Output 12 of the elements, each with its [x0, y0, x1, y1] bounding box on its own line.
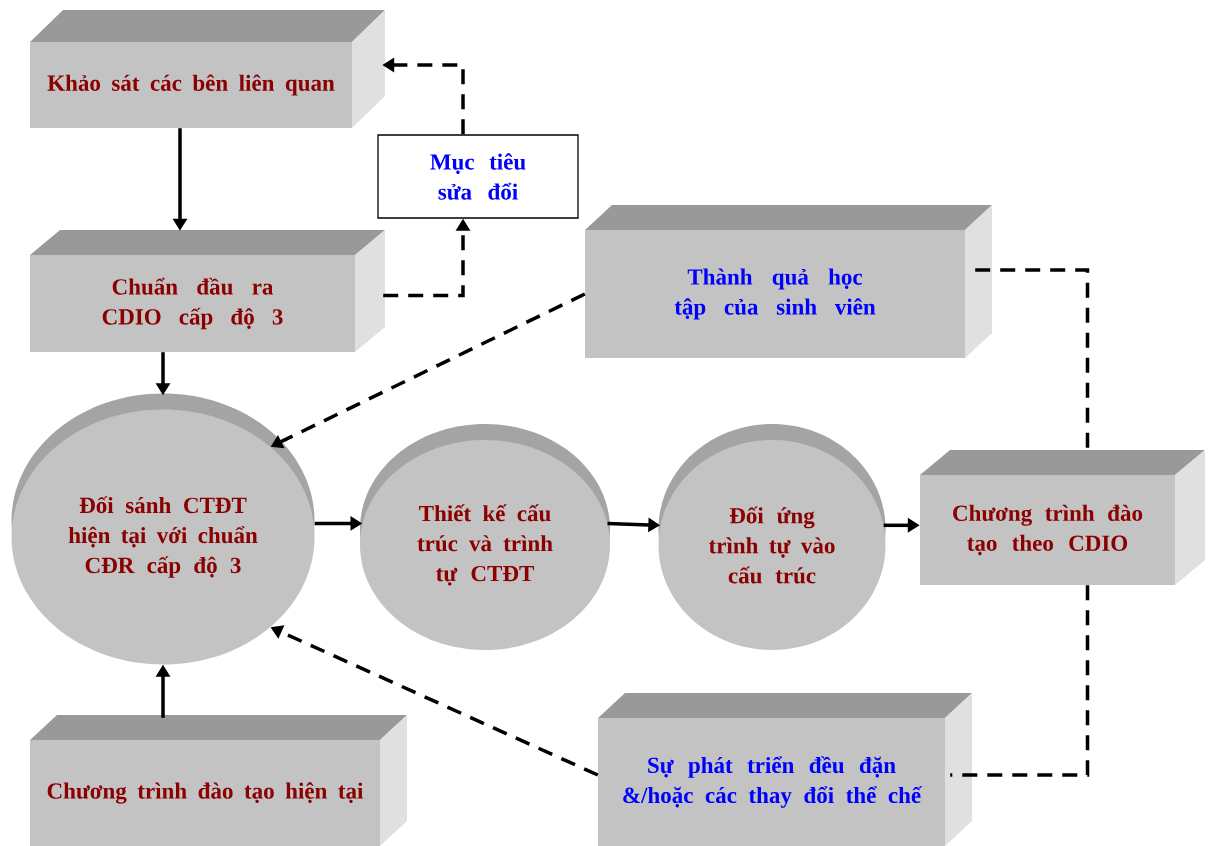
process-box: Chuẩn đầu ra CDIO cấp độ 3 [30, 230, 385, 352]
process-box: Chương trình đào tạo theo CDIO [920, 450, 1205, 585]
process-cylinder: Đối ứng trình tự vào cấu trúc [658, 424, 886, 650]
process-box: Sự phát triển đều đặn &/hoặc các thay đổi thể chế [598, 693, 972, 846]
note-box: Mục tiêu sửa đổi [377, 134, 579, 219]
connector-line [975, 268, 1090, 450]
process-cylinder: Đối sánh CTĐT hiện tại với chuẩn CĐR cấp độ 3 [11, 393, 315, 665]
connector-line [950, 585, 1090, 777]
process-box: Khảo sát các bên liên quan [30, 10, 385, 128]
process-box: Chương trình đào tạo hiện tại [30, 715, 407, 846]
process-box: Thành quả học tập của sinh viên [585, 205, 992, 358]
process-cylinder: Thiết kế cấu trúc và trình tự CTĐT [360, 424, 610, 650]
